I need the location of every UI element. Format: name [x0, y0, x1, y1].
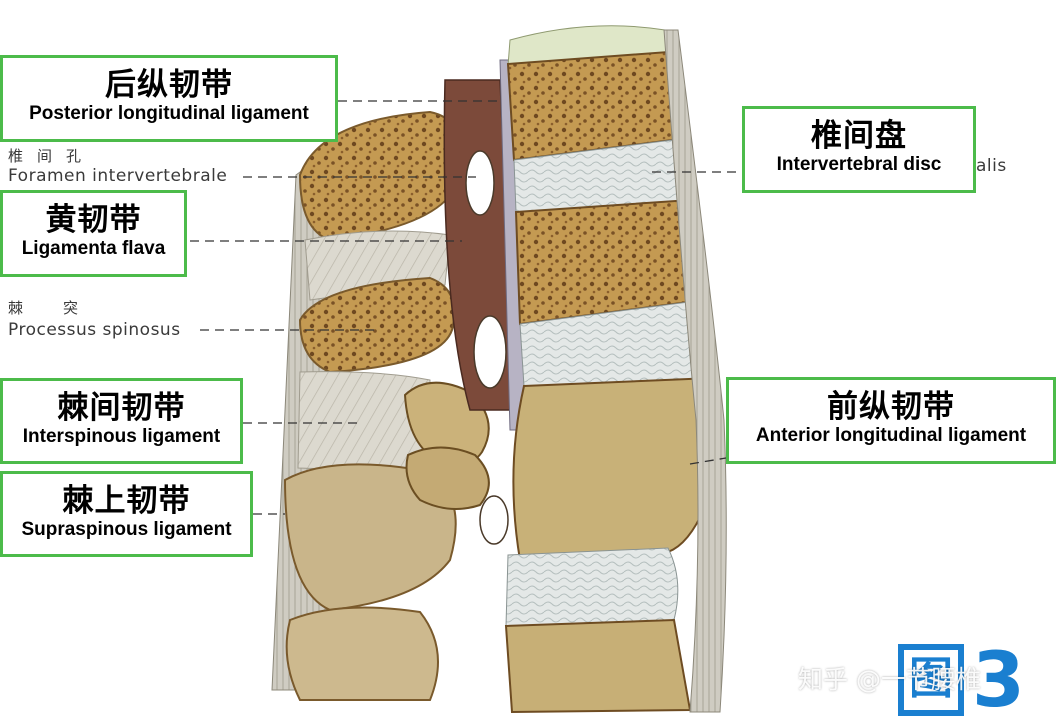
leader-lines [190, 100, 744, 515]
label-zh: 棘间韧带 [57, 390, 186, 426]
figure-number: 3 [972, 635, 1025, 724]
spinous-process-base [285, 606, 439, 701]
foramen-label-latin: Foramen intervertebrale [8, 166, 228, 186]
intervertebral-disc-3 [505, 547, 679, 627]
label-en: Supraspinous ligament [21, 519, 232, 540]
intervertebral-foramen-2 [473, 315, 507, 389]
watermark-text: 知乎 @一节腰椎 [798, 665, 981, 694]
spinous-process-middle [298, 276, 456, 374]
spinous-label-zh: 棘突 [8, 299, 119, 317]
intervertebral-foramen-1 [465, 150, 495, 216]
label-anterior-longitudinal-ligament: 前纵韧带 Anterior longitudinal ligament [726, 377, 1056, 464]
vertebral-body-3 [512, 376, 722, 562]
label-zh: 棘上韧带 [62, 483, 191, 519]
label-en: Anterior longitudinal ligament [755, 425, 1027, 446]
vertebral-body-4 [504, 618, 692, 714]
label-zh: 黄韧带 [45, 202, 142, 238]
label-en: Intervertebral disc [776, 154, 942, 175]
label-posterior-longitudinal-ligament: 后纵韧带 Posterior longitudinal ligament [0, 55, 338, 142]
leader-anterior-longitudinal [689, 457, 727, 465]
intervertebral-foramen-3 [479, 495, 509, 545]
disc-latin-fragment: alis [976, 156, 1007, 176]
label-intervertebral-disc: 椎间盘 Intervertebral disc [742, 106, 976, 193]
articular-process-lower [405, 446, 490, 510]
label-zh: 椎间盘 [811, 118, 907, 154]
label-en: Ligamenta flava [21, 238, 166, 259]
anterior-longitudinal-ligament [663, 29, 727, 713]
label-en: Posterior longitudinal ligament [29, 103, 309, 124]
label-supraspinous-ligament: 棘上韧带 Supraspinous ligament [0, 471, 253, 557]
spinous-label-latin: Processus spinosus [8, 320, 181, 340]
label-zh: 前纵韧带 [827, 389, 955, 425]
spinous-process-lower [283, 463, 457, 612]
figure-badge-icon: 图 [898, 644, 964, 716]
label-zh: 后纵韧带 [105, 67, 233, 103]
label-interspinous-ligament: 棘间韧带 Interspinous ligament [0, 378, 243, 464]
foramen-label-zh: 椎间孔 [8, 147, 96, 165]
label-ligamenta-flava: 黄韧带 Ligamenta flava [0, 190, 187, 277]
label-en: Interspinous ligament [22, 426, 221, 447]
